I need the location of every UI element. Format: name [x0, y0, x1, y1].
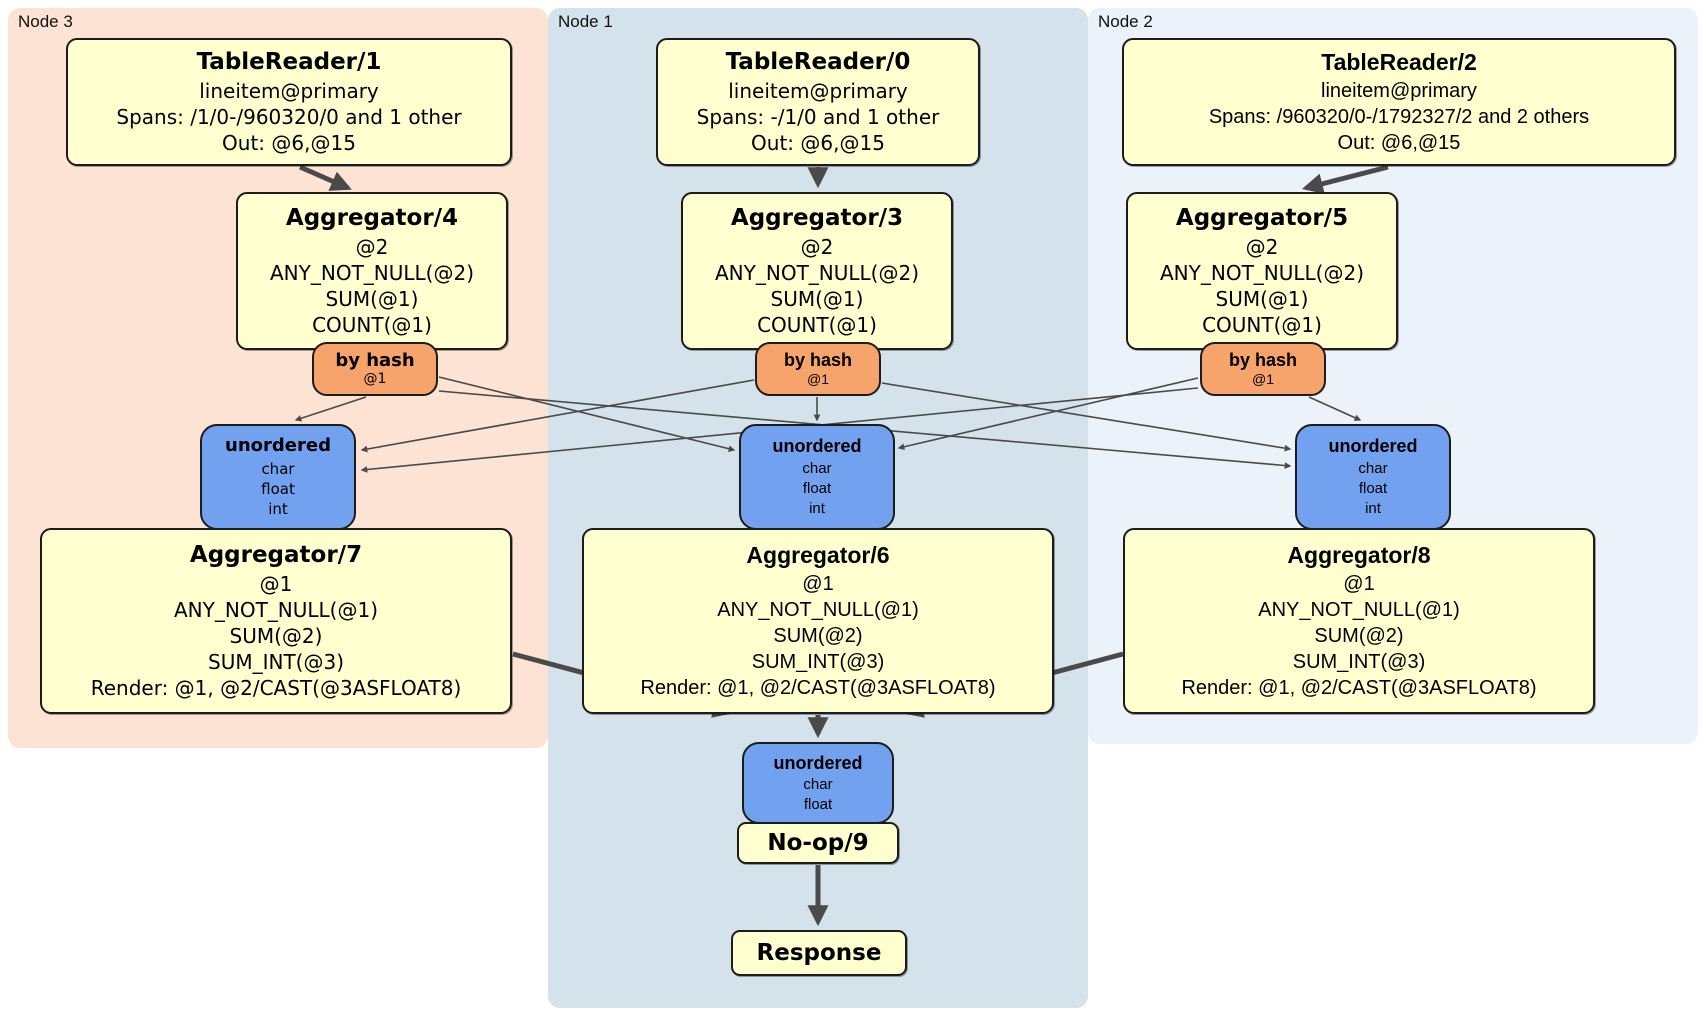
box-line: COUNT(@1)	[312, 312, 432, 337]
box-title: Aggregator/7	[189, 542, 363, 569]
node1-label: Node 1	[558, 12, 613, 31]
box-line: SUM(@2)	[229, 623, 323, 648]
router-title: by hash	[335, 349, 415, 371]
box-line: Render: @1, @2/CAST(@3ASFLOAT8)	[90, 675, 462, 700]
box-title: TableReader/2	[1321, 49, 1477, 76]
box-line: @2	[1245, 234, 1279, 259]
unordered-sync: unordered char float int	[1295, 424, 1451, 530]
box-title: Aggregator/5	[1175, 205, 1349, 232]
box-line: SUM_INT(@3)	[751, 650, 885, 673]
box-line: COUNT(@1)	[757, 312, 877, 337]
router-detail: @1	[807, 371, 829, 388]
hash-router: by hash @1	[1200, 342, 1326, 396]
box-line: @1	[259, 571, 293, 596]
sync-line: char	[1358, 459, 1388, 477]
hash-router: by hash @1	[755, 342, 881, 396]
box-line: lineitem@primary	[728, 78, 908, 103]
aggregator-box: Aggregator/7 @1 ANY_NOT_NULL(@1) SUM(@2)…	[40, 528, 512, 714]
box-title: TableReader/1	[196, 49, 382, 76]
sync-title: unordered	[773, 752, 863, 773]
box-title: Aggregator/4	[285, 205, 459, 232]
table-reader-box: TableReader/1 lineitem@primary Spans: /1…	[66, 38, 512, 166]
box-title: Response	[756, 940, 882, 966]
box-line: @1	[1343, 572, 1375, 595]
box-line: lineitem@primary	[199, 78, 379, 103]
sync-title: unordered	[1328, 436, 1418, 457]
sync-line: int	[268, 500, 288, 519]
box-line: SUM(@2)	[773, 624, 863, 647]
box-line: SUM(@1)	[770, 286, 864, 311]
box-line: COUNT(@1)	[1202, 312, 1322, 337]
sync-line: int	[1365, 500, 1381, 518]
box-title: Aggregator/6	[746, 542, 890, 569]
box-line: SUM_INT(@3)	[208, 649, 344, 674]
router-title: by hash	[783, 349, 853, 370]
response-box: Response	[731, 930, 907, 976]
box-line: SUM(@2)	[1314, 624, 1404, 647]
edge-hash2-sync1	[897, 377, 1199, 451]
sync-title: unordered	[772, 436, 862, 457]
table-reader-box: TableReader/0 lineitem@primary Spans: -/…	[656, 38, 980, 166]
hash-router: by hash @1	[312, 342, 438, 396]
router-detail: @1	[363, 371, 387, 388]
box-line: @2	[800, 234, 834, 259]
unordered-sync: unordered char float int	[739, 424, 895, 530]
edge-hash1-sync2	[881, 382, 1292, 452]
aggregator-box: Aggregator/6 @1 ANY_NOT_NULL(@1) SUM(@2)…	[582, 528, 1054, 714]
node2-label: Node 2	[1098, 12, 1153, 31]
router-title: by hash	[1228, 349, 1298, 370]
edge-hash2-sync2	[1308, 396, 1362, 421]
unordered-sync: unordered char float int	[200, 424, 356, 530]
box-line: SUM(@1)	[1215, 286, 1309, 311]
box-title: TableReader/0	[725, 49, 911, 76]
sync-line: char	[802, 459, 832, 477]
box-line: ANY_NOT_NULL(@2)	[270, 260, 474, 285]
box-line: Out: @6,@15	[222, 130, 356, 155]
box-title: Aggregator/8	[1287, 542, 1431, 569]
unordered-sync: unordered char float	[742, 742, 894, 824]
box-line: ANY_NOT_NULL(@2)	[715, 260, 919, 285]
box-line: ANY_NOT_NULL(@1)	[717, 598, 919, 621]
table-reader-box: TableReader/2 lineitem@primary Spans: /9…	[1122, 38, 1676, 166]
sync-line: float	[802, 480, 832, 498]
sync-line: float	[261, 480, 295, 499]
node3-label: Node 3	[18, 12, 73, 31]
box-title: No-op/9	[767, 830, 869, 856]
aggregator-box: Aggregator/5 @2 ANY_NOT_NULL(@2) SUM(@1)…	[1126, 192, 1398, 350]
edge-tr1-agg4	[298, 164, 352, 191]
aggregator-box: Aggregator/3 @2 ANY_NOT_NULL(@2) SUM(@1)…	[681, 192, 953, 350]
sync-line: int	[809, 500, 825, 518]
box-line: ANY_NOT_NULL(@1)	[174, 597, 378, 622]
box-line: Out: @6,@15	[751, 130, 885, 155]
aggregator-box: Aggregator/4 @2 ANY_NOT_NULL(@2) SUM(@1)…	[236, 192, 508, 350]
box-line: SUM(@1)	[325, 286, 419, 311]
sync-line: char	[261, 459, 295, 478]
box-line: Render: @1, @2/CAST(@3ASFLOAT8)	[1181, 676, 1537, 699]
box-line: @1	[802, 572, 834, 595]
box-line: Render: @1, @2/CAST(@3ASFLOAT8)	[640, 676, 996, 699]
box-line: ANY_NOT_NULL(@2)	[1160, 260, 1364, 285]
box-line: SUM_INT(@3)	[1292, 650, 1426, 673]
router-detail: @1	[1252, 371, 1274, 388]
box-line: Spans: /1/0-/960320/0 and 1 other	[116, 104, 462, 129]
sync-title: unordered	[225, 435, 331, 457]
box-line: Spans: -/1/0 and 1 other	[696, 104, 940, 129]
sync-line: float	[803, 796, 833, 814]
sync-line: char	[803, 775, 833, 793]
edge-tr2-agg5	[1301, 164, 1389, 195]
edge-hash1-sync3	[360, 379, 755, 453]
aggregator-box: Aggregator/8 @1 ANY_NOT_NULL(@1) SUM(@2)…	[1123, 528, 1595, 714]
box-line: Out: @6,@15	[1337, 131, 1461, 154]
noop-box: No-op/9	[737, 822, 899, 864]
box-line: ANY_NOT_NULL(@1)	[1258, 598, 1460, 621]
box-title: Aggregator/3	[730, 205, 904, 232]
box-line: Spans: /960320/0-/1792327/2 and 2 others	[1208, 105, 1590, 128]
edge-hash3-sync3	[294, 396, 367, 422]
box-line: @2	[355, 234, 389, 259]
box-line: lineitem@primary	[1321, 79, 1477, 102]
sync-line: float	[1358, 480, 1388, 498]
